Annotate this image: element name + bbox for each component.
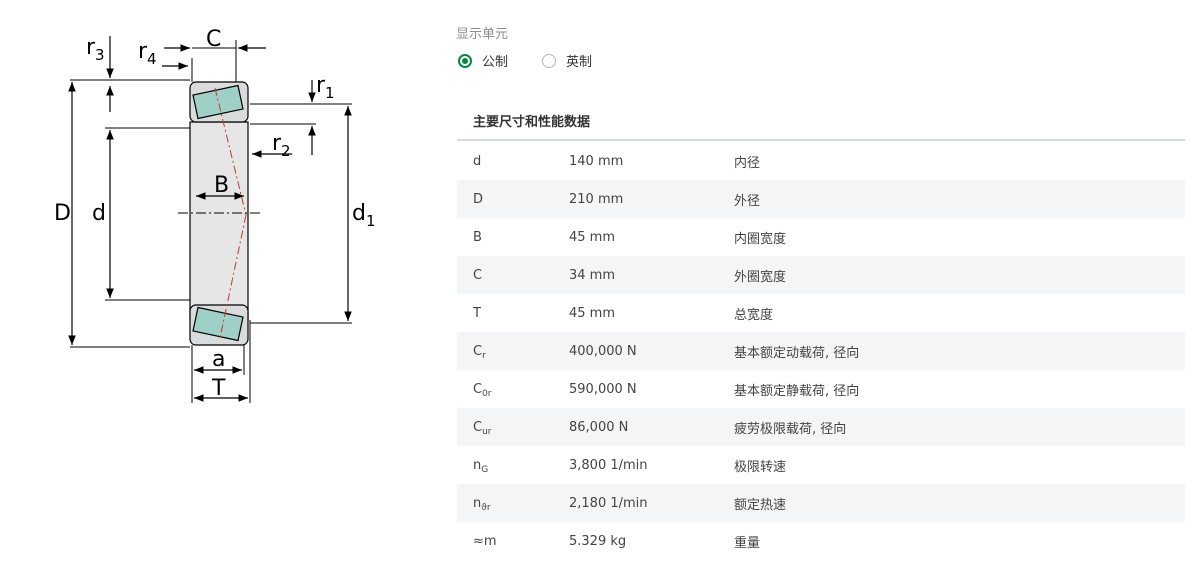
spec-divider xyxy=(457,139,1185,141)
spec-value: 45 mm xyxy=(569,305,616,321)
table-row: d 140 mm 内径 xyxy=(457,142,1185,180)
table-row: T 45 mm 总宽度 xyxy=(457,294,1185,332)
radio-imperial-label: 英制 xyxy=(566,55,593,70)
spec-symbol-main: n xyxy=(473,457,482,473)
radio-checked-icon[interactable] xyxy=(458,53,472,68)
roller-bottom xyxy=(192,306,244,342)
spec-value: 3,800 1/min xyxy=(569,457,648,473)
table-row: B 45 mm 内圈宽度 xyxy=(457,218,1185,256)
spec-symbol-subscript: G xyxy=(481,464,489,475)
radio-metric-label: 公制 xyxy=(482,55,509,70)
spec-description: 基本额定动载荷, 径向 xyxy=(734,345,860,361)
label-T: T xyxy=(211,376,226,401)
spec-symbol-main: n xyxy=(473,495,482,511)
spec-value: 86,000 N xyxy=(569,419,629,435)
spec-symbol-main: ≈m xyxy=(473,533,497,549)
spec-description: 外径 xyxy=(734,193,761,209)
label-d: d xyxy=(92,201,106,226)
spec-value: 2,180 1/min xyxy=(569,495,648,511)
table-row: ≈m 5.329 kg 重量 xyxy=(457,522,1185,560)
spec-symbol-subscript: ϑr xyxy=(481,502,491,513)
spec-symbol-main: C xyxy=(473,267,483,283)
spec-symbol: Cr xyxy=(457,343,569,361)
label-a: a xyxy=(212,347,225,372)
spec-value: 45 mm xyxy=(569,229,616,245)
spec-symbol-subscript: 0r xyxy=(482,388,492,399)
spec-symbol-main: C xyxy=(473,419,483,435)
units-radio-group: 公制 英制 xyxy=(458,51,626,70)
spec-symbol: ≈m xyxy=(457,534,569,549)
label-r1: r1 xyxy=(316,73,335,102)
spec-symbol-main: d xyxy=(473,153,482,169)
spec-symbol-subscript: r xyxy=(482,350,486,361)
spec-description: 疲劳极限载荷, 径向 xyxy=(734,421,847,437)
inner-ring-section xyxy=(189,121,249,321)
spec-section-title: 主要尺寸和性能数据 xyxy=(473,115,591,130)
radio-metric[interactable]: 公制 xyxy=(458,51,508,70)
label-B: B xyxy=(214,173,229,198)
table-row: C 34 mm 外圈宽度 xyxy=(457,256,1185,294)
spec-description: 内圈宽度 xyxy=(734,231,787,247)
table-row: D 210 mm 外径 xyxy=(457,180,1185,218)
units-label: 显示单元 xyxy=(456,27,509,42)
spec-value: 400,000 N xyxy=(569,343,637,359)
spec-symbol: B xyxy=(457,230,569,245)
spec-description: 重量 xyxy=(734,535,761,551)
label-D: D xyxy=(54,201,71,226)
spec-value: 34 mm xyxy=(569,267,616,283)
radio-imperial[interactable]: 英制 xyxy=(542,51,592,70)
spec-description: 基本额定静载荷, 径向 xyxy=(734,383,860,399)
spec-value: 210 mm xyxy=(569,191,624,207)
label-d1: d1 xyxy=(352,201,376,230)
spec-value: 590,000 N xyxy=(569,381,637,397)
spec-symbol-main: C xyxy=(473,343,483,359)
spec-symbol-main: D xyxy=(473,191,484,207)
label-r3: r3 xyxy=(86,35,105,64)
spec-table: d 140 mm 内径 D 210 mm 外径 B 45 mm 内圈宽度 C 34 mm 外圈宽度 T 4… xyxy=(457,142,1185,560)
spec-symbol: nG xyxy=(457,457,569,475)
spec-symbol-main: C xyxy=(473,381,483,397)
spec-description: 总宽度 xyxy=(734,307,774,323)
spec-symbol: Cur xyxy=(457,419,569,437)
spec-description: 极限转速 xyxy=(734,459,787,475)
spec-description: 额定热速 xyxy=(734,497,787,513)
label-C: C xyxy=(206,27,221,52)
spec-symbol-main: B xyxy=(473,229,482,245)
spec-symbol-subscript: ur xyxy=(482,426,492,437)
spec-symbol: nϑr xyxy=(457,495,569,513)
spec-symbol: D xyxy=(457,192,569,207)
spec-symbol: d xyxy=(457,154,569,169)
bearing-drawing: r3 r4 C r1 r2 B D d d1 a T xyxy=(40,18,400,418)
bearing-cross-section-diagram: r3 r4 C r1 r2 B D d d1 a T xyxy=(54,27,376,403)
spec-description: 外圈宽度 xyxy=(734,269,787,285)
spec-value: 5.329 kg xyxy=(569,533,627,549)
spec-symbol: C xyxy=(457,268,569,283)
spec-symbol: C0r xyxy=(457,381,569,399)
spec-description: 内径 xyxy=(734,155,761,171)
label-r4: r4 xyxy=(138,39,157,68)
radio-unchecked-icon[interactable] xyxy=(542,53,557,68)
label-r2: r2 xyxy=(272,131,291,160)
spec-value: 140 mm xyxy=(569,153,624,169)
spec-symbol-main: T xyxy=(473,305,481,321)
spec-symbol: T xyxy=(457,306,569,321)
